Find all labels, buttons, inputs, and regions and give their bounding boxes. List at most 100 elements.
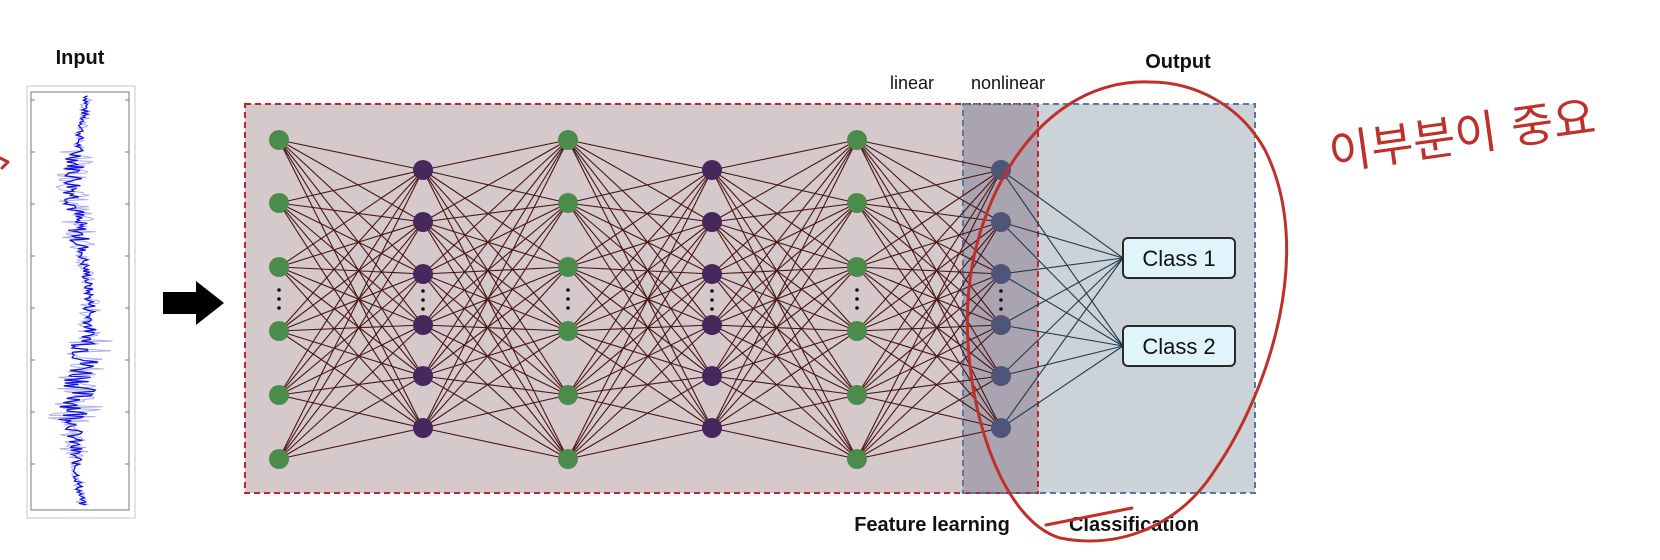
node [702, 264, 722, 284]
edge [711, 266, 858, 429]
ellipsis-dot [710, 298, 714, 302]
edge [422, 202, 569, 275]
classifier-edges [1000, 169, 1124, 429]
edge [567, 266, 713, 326]
edge [711, 169, 858, 204]
edge [278, 221, 424, 332]
ellipsis-dot [999, 307, 1003, 311]
node [558, 257, 578, 277]
edge [856, 324, 1002, 460]
edge [1000, 324, 1124, 347]
edge [1000, 169, 1124, 259]
edge [1000, 257, 1124, 377]
node [991, 315, 1011, 335]
edge [1000, 345, 1124, 377]
edge [278, 266, 424, 429]
edge [422, 266, 569, 377]
edge [567, 169, 713, 396]
edge [1000, 221, 1124, 259]
edge [567, 273, 713, 396]
edge [711, 202, 858, 377]
edge [567, 221, 713, 268]
edge [1000, 169, 1124, 347]
edge [422, 221, 569, 332]
edge [711, 169, 858, 268]
edge [856, 169, 1002, 268]
edge [422, 202, 569, 326]
handwritten-note: 이부분이 중요 [1325, 90, 1598, 181]
edge [278, 324, 424, 460]
ellipsis-dot [855, 297, 859, 301]
edge [856, 266, 1002, 326]
node [847, 257, 867, 277]
edge [711, 273, 858, 332]
edge [278, 221, 424, 396]
edge [711, 330, 858, 377]
ellipsis-dot [710, 307, 714, 311]
node [847, 321, 867, 341]
edge [567, 266, 713, 377]
network-edges [278, 139, 1002, 460]
edge [422, 169, 569, 396]
edge [422, 169, 569, 204]
node [269, 130, 289, 150]
edge [711, 139, 858, 275]
input-panel: Input [26, 47, 136, 519]
edge [567, 221, 713, 460]
edge [567, 221, 713, 396]
edge [1000, 345, 1124, 429]
waveform [58, 95, 99, 506]
edge [711, 169, 858, 332]
edge [856, 169, 1002, 204]
waveform-spread [48, 95, 113, 506]
edge [711, 221, 858, 268]
edge [278, 266, 424, 275]
edge [856, 273, 1002, 396]
edge [856, 169, 1002, 396]
edge [278, 394, 424, 429]
edge [422, 139, 569, 275]
edge [567, 375, 713, 396]
node [847, 193, 867, 213]
edge [422, 169, 569, 332]
ellipsis-dot [277, 306, 281, 310]
edge [567, 169, 713, 204]
node [413, 418, 433, 438]
edge [567, 169, 713, 332]
edge [567, 139, 713, 429]
class-1-box: Class 1 [1122, 237, 1236, 279]
node [413, 212, 433, 232]
edge [422, 221, 569, 396]
edge [422, 330, 569, 377]
class-1-label: Class 1 [1142, 246, 1215, 271]
edge [711, 221, 858, 396]
edge [567, 273, 713, 460]
edge [567, 266, 713, 429]
edge [422, 139, 569, 377]
edge [278, 273, 424, 332]
node [558, 321, 578, 341]
ellipsis-dot [999, 298, 1003, 302]
edge [856, 375, 1002, 396]
edge [856, 221, 1002, 396]
edge [278, 427, 424, 460]
node [269, 321, 289, 341]
edge [278, 169, 424, 396]
edge [278, 169, 424, 332]
edge [567, 324, 713, 332]
classification-border [962, 103, 1256, 494]
edge [711, 394, 858, 429]
edge [711, 266, 858, 377]
edge [856, 221, 1002, 268]
edge [278, 169, 424, 460]
node [269, 385, 289, 405]
node [991, 212, 1011, 232]
edge [856, 273, 1002, 332]
edge [711, 427, 858, 460]
edge [567, 330, 713, 377]
edge [711, 139, 858, 171]
edge [856, 394, 1002, 429]
edge [711, 139, 858, 223]
edge [278, 324, 424, 396]
node [847, 449, 867, 469]
